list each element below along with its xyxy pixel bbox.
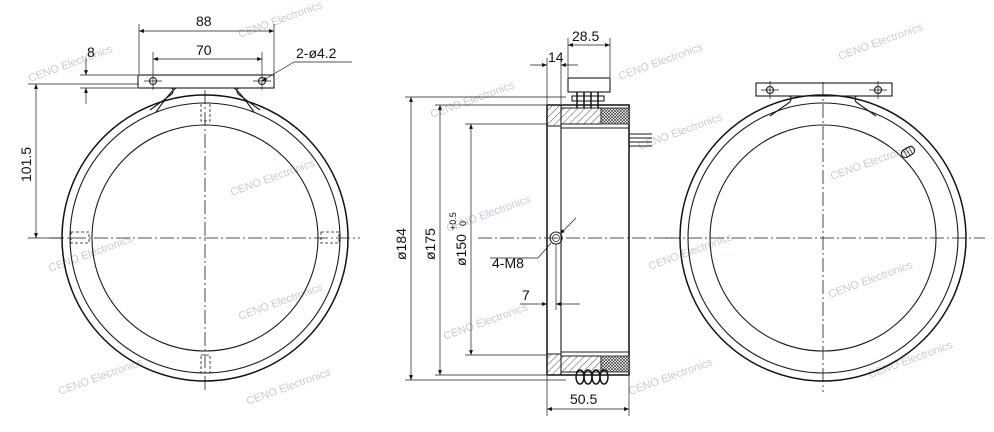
dim-14-label: 14 (548, 49, 564, 65)
rear-view (666, 81, 985, 392)
dim-7-label: 7 (522, 287, 530, 303)
dim-150-tol-lower: 0 (458, 221, 468, 226)
watermark-text: CENO Electronics (27, 43, 115, 85)
dim-150-tol-upper: +0.5 (448, 212, 458, 230)
watermark-text: CENO Electronics (445, 193, 533, 235)
side-top-connector (567, 77, 611, 108)
watermark-text: CENO Electronics (57, 356, 145, 398)
watermark-text: CENO Electronics (229, 157, 317, 199)
watermark-text: CENO Electronics (637, 111, 725, 153)
dim-side-mid-dia: ø175 (422, 104, 547, 376)
side-view: ø184 ø175 ø150 +0.5 0 14 (393, 28, 675, 416)
front-view: 88 70 2-ø4.2 8 101.5 (18, 13, 360, 392)
watermark-text: CENO Electronics (245, 366, 333, 408)
watermark-text: CENO Electronics (837, 21, 925, 63)
watermark-text: CENO Electronics (237, 281, 325, 323)
dim-184-label: ø184 (393, 228, 409, 260)
dim-175-label: ø175 (422, 228, 438, 260)
dim-50-5-label: 50.5 (570, 391, 597, 407)
hidden-slot-right (320, 231, 340, 244)
hidden-slot-top (200, 102, 211, 122)
watermark-text: CENO Electronics (627, 356, 715, 398)
hidden-slot-bottom (200, 354, 211, 374)
side-bottom-springs (575, 369, 609, 385)
front-mounting-bracket (137, 72, 275, 113)
dim-88-label: 88 (196, 13, 212, 29)
watermark-layer: CENO Electronics CENO Electronics CENO E… (27, 0, 955, 408)
dim-front-height: 101.5 (18, 83, 138, 239)
side-lead-wires (629, 133, 652, 147)
watermark-text: CENO Electronics (442, 301, 530, 343)
dim-8-label: 8 (87, 44, 95, 60)
watermark-text: CENO Electronics (829, 141, 917, 183)
rear-mounting-bracket (755, 81, 893, 117)
dim-101-5-label: 101.5 (18, 147, 34, 182)
dim-holes-label: 2-ø4.2 (296, 45, 337, 61)
dim-70-label: 70 (196, 42, 212, 58)
dim-front-hole-spacing: 70 (152, 42, 263, 72)
dim-side-threads: 4-M8 (490, 217, 577, 271)
watermark-text: CENO Electronics (617, 41, 705, 83)
dim-front-flange-thickness: 8 (80, 44, 137, 104)
dim-side-length: 50.5 (546, 376, 630, 416)
watermark-text: CENO Electronics (429, 79, 517, 121)
dim-side-inner-dia: ø150 +0.5 0 (448, 123, 547, 356)
dim-4-m8-label: 4-M8 (492, 255, 524, 271)
rear-wire-exit (900, 145, 916, 159)
dim-side-thread-offset: 7 (520, 244, 580, 310)
hidden-slot-left (70, 231, 90, 244)
watermark-text: CENO Electronics (237, 0, 325, 41)
side-body (546, 104, 630, 376)
watermark-text: CENO Electronics (47, 233, 135, 275)
dim-side-connector: 28.5 (567, 28, 611, 77)
dim-150-label: ø150 (453, 234, 469, 266)
dim-28-5-label: 28.5 (572, 28, 599, 44)
watermark-text: CENO Electronics (827, 259, 915, 301)
dim-front-total-width: 88 (138, 13, 275, 74)
dim-side-outer-dia: ø184 (393, 96, 566, 381)
dim-side-flange: 14 (530, 49, 578, 104)
dim-front-holes: 2-ø4.2 (261, 45, 352, 82)
